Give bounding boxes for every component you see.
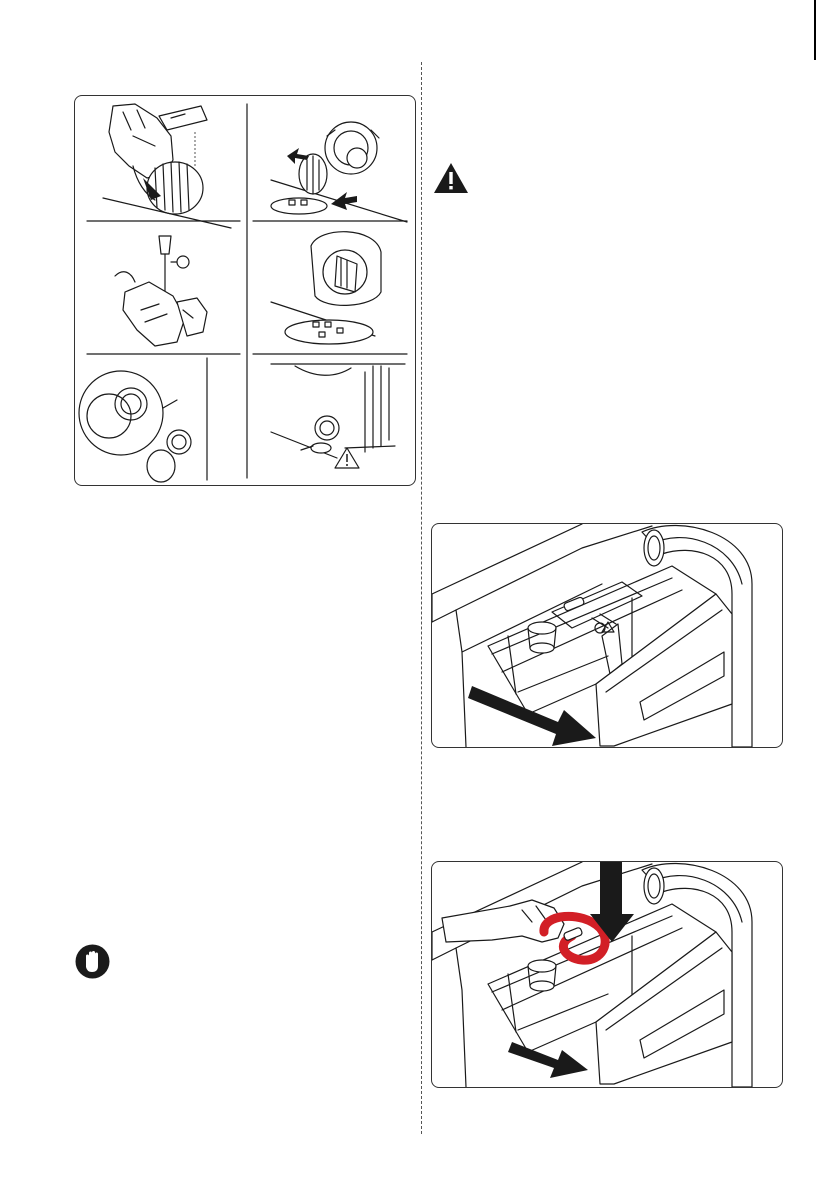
warning-triangle-icon: [433, 162, 469, 194]
column-divider: [421, 62, 422, 1134]
caution-hand-icon: [75, 944, 110, 979]
drawer-removal-drawing: [432, 524, 782, 747]
drawer-release-drawing: [432, 862, 782, 1087]
detergent-drawer-removal: [431, 523, 783, 748]
warning-triangle-small-icon: [335, 448, 359, 468]
step6-machine-view: [271, 364, 405, 458]
step2-unscrew-filter: [271, 122, 407, 222]
step3-drain-hose: [115, 236, 207, 346]
detergent-drawer-release: [431, 861, 783, 1088]
step5-close-cover: [79, 358, 207, 482]
pump-filter-figure: [74, 95, 416, 486]
page-cut-mark: [814, 0, 816, 60]
step4-filter-housing: [271, 232, 381, 344]
step1-open-cover: [103, 104, 231, 228]
pump-filter-drawing: [75, 96, 415, 485]
